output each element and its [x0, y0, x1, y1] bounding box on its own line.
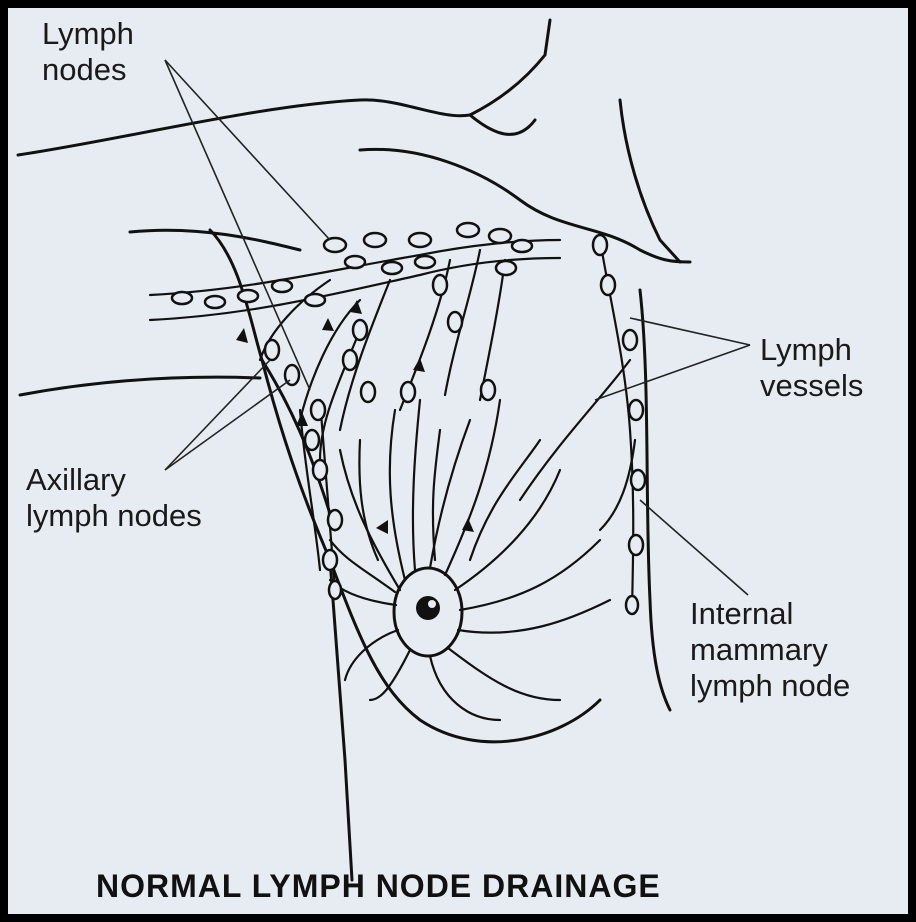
label-axillary-lymph-nodes: Axillary lymph nodes	[26, 462, 202, 534]
label-internal-mammary-line3: lymph node	[690, 668, 850, 704]
body-outline	[18, 20, 690, 880]
figure-title: NORMAL LYMPH NODE DRAINAGE	[96, 868, 661, 905]
label-internal-mammary-line1: Internal	[690, 596, 850, 632]
label-axillary-line2: lymph nodes	[26, 498, 202, 534]
label-lymph-vessels-line2: vessels	[760, 368, 863, 404]
lymph-node-markers	[172, 223, 645, 614]
label-lymph-nodes: Lymph nodes	[42, 16, 134, 88]
label-lymph-nodes-line2: nodes	[42, 52, 134, 88]
label-lymph-vessels: Lymph vessels	[760, 332, 863, 404]
nipple-areola	[394, 568, 462, 656]
label-lymph-nodes-line1: Lymph	[42, 16, 134, 52]
label-axillary-line1: Axillary	[26, 462, 202, 498]
label-internal-mammary-line2: mammary	[690, 632, 850, 668]
lymph-chains	[150, 240, 633, 610]
label-lymph-vessels-line1: Lymph	[760, 332, 863, 368]
label-internal-mammary-lymph-node: Internal mammary lymph node	[690, 596, 850, 704]
